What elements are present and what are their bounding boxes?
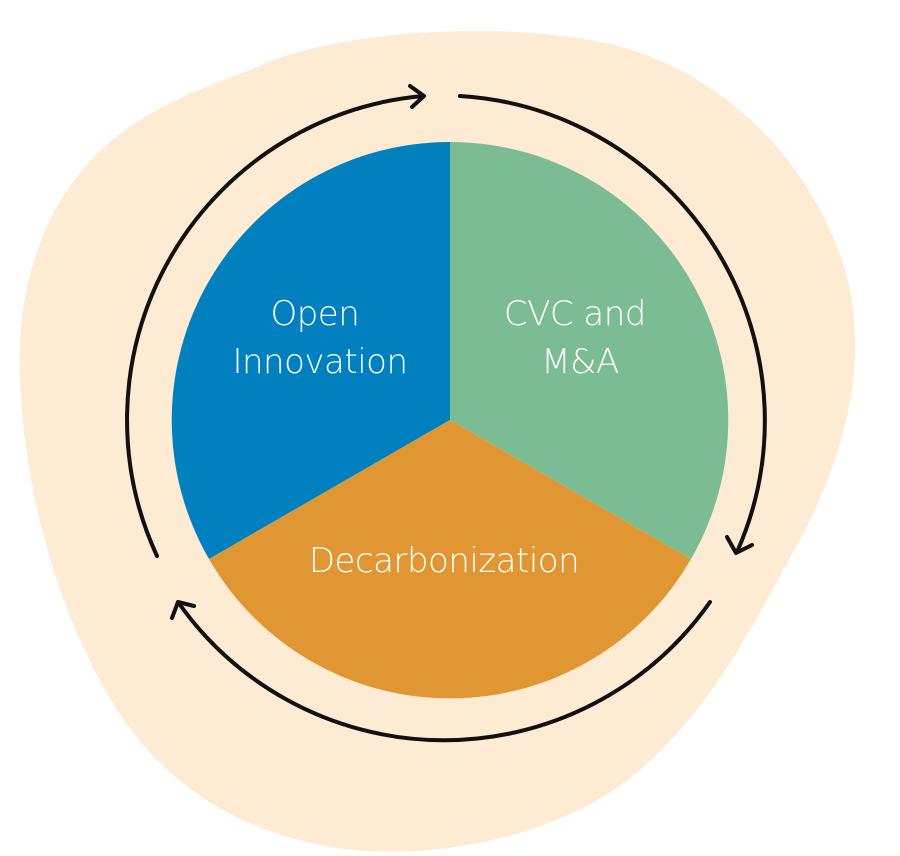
segment-cvc-ma bbox=[450, 141, 729, 559]
label-cvc-ma-line2: M&A bbox=[541, 342, 619, 382]
cycle-arc-left bbox=[125, 94, 425, 558]
arrow-head-left bbox=[170, 600, 196, 620]
cycle-arrows bbox=[125, 84, 767, 743]
label-cvc-ma-line1: CVC and bbox=[504, 294, 646, 334]
cycle-arc-right bbox=[458, 94, 767, 554]
label-open-innovation-line1: Open bbox=[270, 294, 359, 334]
label-open-innovation-line2: Innovation bbox=[232, 342, 407, 382]
label-decarbonization-line1: Decarbonization bbox=[309, 541, 579, 581]
pie bbox=[171, 141, 729, 699]
segment-decarbonization bbox=[209, 420, 691, 699]
arrow-head-right bbox=[725, 535, 754, 555]
label-cvc-ma: CVC and M&A bbox=[504, 294, 656, 382]
cycle-arc-bottom bbox=[176, 600, 712, 743]
segment-open-innovation bbox=[171, 141, 450, 560]
arrow-head-top bbox=[408, 84, 426, 109]
label-open-innovation: Open Innovation bbox=[232, 294, 407, 382]
label-decarbonization: Decarbonization bbox=[309, 541, 579, 581]
